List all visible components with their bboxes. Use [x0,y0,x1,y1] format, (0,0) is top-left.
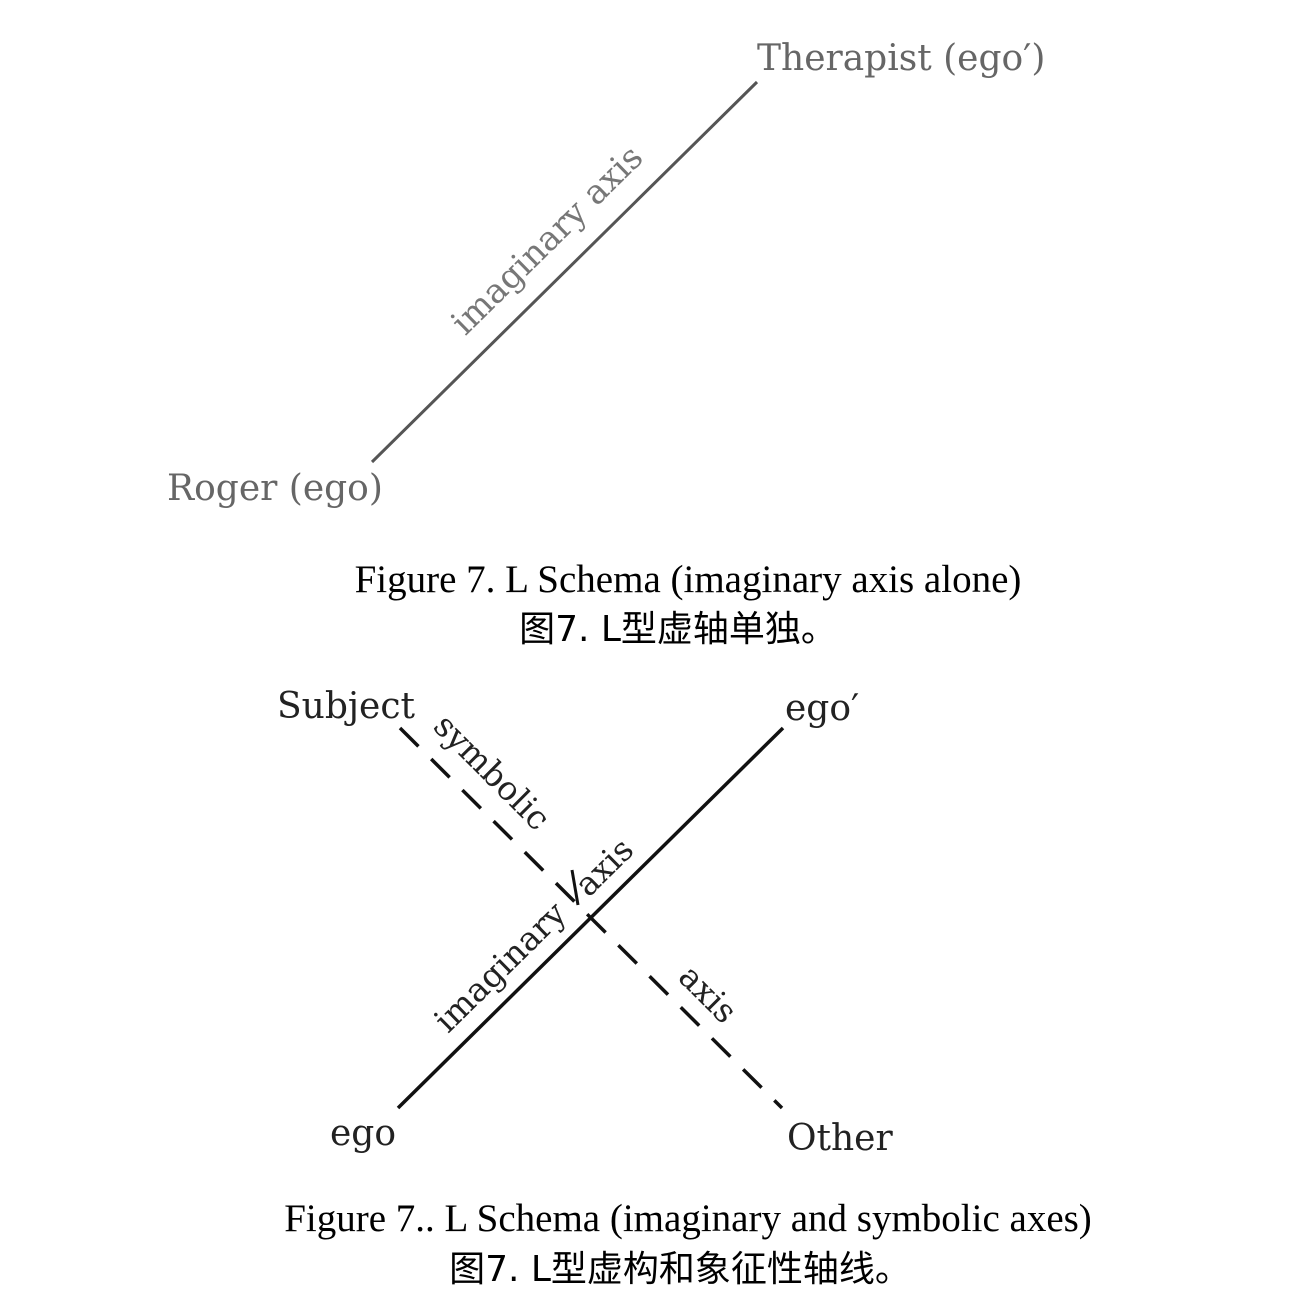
figure-1-caption-zh: 图7. L型虚轴单独。 [519,609,837,650]
symbolic-axis-label: axis [671,957,745,1031]
figure-1-caption-en: Figure 7. L Schema (imaginary axis alone… [355,558,1022,601]
imaginary-axis-label: imaginary axis [443,137,651,343]
node-subject: Subject [277,686,416,727]
axis-separator-tick [570,869,580,906]
node-ego: ego [330,1113,396,1154]
symbolic-axis-dashed-line [398,726,784,1110]
node-roger-ego: Roger (ego) [167,468,383,509]
figure-2-caption-zh: 图7. L型虚构和象征性轴线。 [449,1249,911,1290]
node-ego-prime: ego′ [785,688,859,729]
imaginary-axis-label: axis [567,830,641,904]
figure-1-imaginary-axis-alone: Therapist (ego′) Roger (ego) imaginary a… [167,38,1045,650]
node-therapist-ego-prime: Therapist (ego′) [757,38,1045,79]
imaginary-label: imaginary [426,894,574,1040]
node-other: Other [787,1118,893,1159]
imaginary-axis-line [370,80,759,464]
figure-2-imaginary-and-symbolic-axes: Subject ego′ ego Other symbolic axis ima… [277,686,1092,1290]
figure-2-caption-en: Figure 7.. L Schema (imaginary and symbo… [284,1197,1092,1240]
